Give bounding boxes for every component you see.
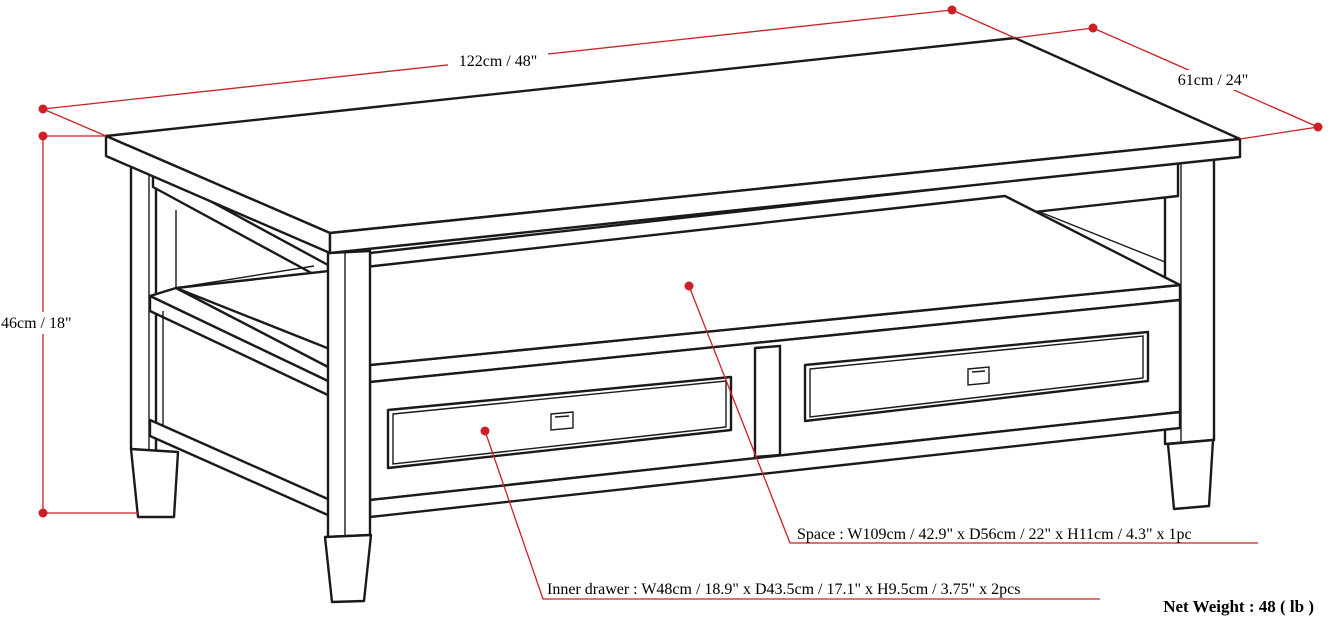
coffee-table-drawing: [104, 36, 1242, 604]
front-left-leg: [323, 249, 373, 604]
shelf: [174, 194, 1182, 384]
width-label: 122cm / 48": [459, 53, 538, 70]
table-top: [104, 36, 1242, 255]
depth-label: 61cm / 24": [1178, 72, 1249, 89]
left-drawer: [386, 375, 733, 470]
callout-leaders: [480, 281, 1258, 600]
inner-drawer-callout-label: Inner drawer : W48cm / 18.9" x D43.5cm /…: [547, 581, 1020, 598]
right-drawer: [803, 330, 1150, 423]
left-leg: [129, 163, 180, 519]
left-drawer-handle: [550, 411, 574, 431]
height-label: 46cm / 18": [1, 315, 72, 332]
space-callout-label: Space : W109cm / 42.9" x D56cm / 22" x H…: [797, 526, 1192, 543]
right-drawer-handle: [967, 366, 990, 386]
net-weight-label: Net Weight : 48 ( lb ): [1163, 597, 1314, 616]
labels: 122cm / 48" 61cm / 24" 46cm / 18" Space …: [0, 51, 1314, 616]
